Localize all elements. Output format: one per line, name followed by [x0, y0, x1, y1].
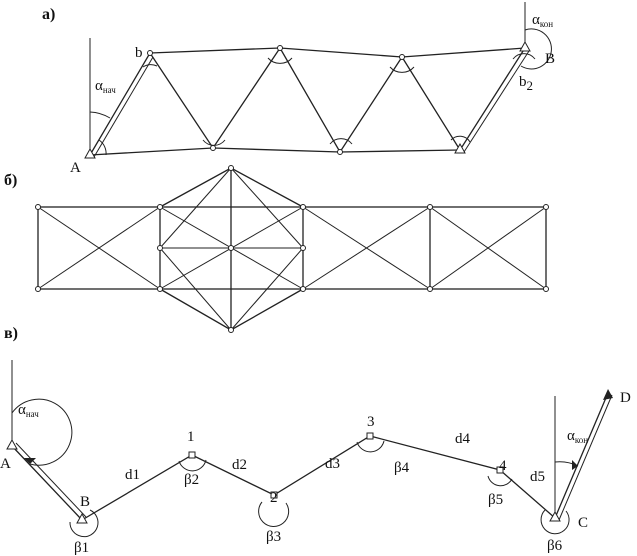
angle-label-beta6: β6: [547, 538, 563, 554]
angle-label-beta3: β3: [266, 529, 281, 545]
alpha-start-label-v: αнач: [18, 402, 39, 419]
station-4-marker: [496, 466, 504, 474]
network-outline: [37, 206, 547, 290]
station-D-arrow: [603, 389, 613, 400]
angle-arc-beta1: [69, 509, 99, 538]
base-side-end: [459, 47, 526, 151]
chain-diagonals: [149, 46, 461, 154]
angle-arc-beta2: [178, 459, 207, 472]
alpha-end-arc: [520, 28, 552, 70]
label-2: 2: [270, 490, 278, 506]
chain-bottom-edge: [89, 147, 461, 156]
angle-arc-beta6: [540, 509, 570, 535]
side-A-B: [11, 445, 83, 521]
angle-label-beta1: β1: [74, 540, 89, 556]
station-2-marker: [270, 491, 278, 499]
label-4: 4: [499, 458, 507, 474]
side-label-d1: d1: [125, 467, 140, 483]
station-3-marker: [366, 432, 374, 440]
alpha-start-arc-v: [11, 398, 73, 466]
label-1: 1: [187, 429, 195, 445]
alpha-start-label: αнач: [95, 78, 116, 95]
label-b2: b2: [519, 74, 533, 93]
label-3: 3: [367, 414, 375, 430]
base-side-start: [89, 52, 151, 156]
section-label-v: в): [4, 325, 18, 342]
side-label-d4: d4: [455, 431, 471, 447]
alpha-end-label-v: αкон: [567, 428, 588, 445]
angle-arc-beta3: [258, 501, 290, 527]
alpha-end-label: αкон: [532, 12, 553, 29]
station-B-marker: [76, 512, 88, 524]
section-label-a: а): [42, 6, 55, 23]
angle-label-beta2: β2: [184, 472, 199, 488]
angle-label-beta4: β4: [394, 460, 410, 476]
label-B: B: [545, 51, 555, 67]
point-A-marker: [84, 147, 96, 159]
point-B-marker: [519, 40, 531, 52]
angle-arc-beta4: [356, 440, 385, 453]
station-C-marker: [549, 510, 561, 522]
quadrilateral-network: б): [4, 165, 549, 333]
station-1-marker: [188, 451, 196, 459]
side-label-d3: d3: [325, 456, 340, 472]
angle-label-beta5: β5: [488, 492, 503, 508]
point-b2-marker: [454, 142, 466, 154]
label-C: C: [578, 515, 588, 531]
side-C-D: [554, 392, 609, 519]
chain-top-edge: [149, 47, 526, 58]
label-A-v: A: [0, 456, 11, 472]
triangulation-chain: а) A: [42, 2, 555, 176]
side-label-d5: d5: [530, 469, 545, 485]
station-A-marker: [6, 438, 18, 450]
traverse: в) A B 1 2: [0, 325, 631, 556]
label-b: b: [135, 45, 143, 61]
side-label-d2: d2: [232, 457, 247, 473]
label-A: A: [70, 160, 81, 176]
label-D: D: [620, 390, 631, 406]
angle-arc-beta5: [487, 475, 513, 487]
alpha-start-arc: [89, 111, 111, 119]
section-label-b: б): [4, 172, 17, 189]
traverse-line: [81, 435, 556, 521]
network-nodes: [35, 165, 549, 333]
label-B-v: B: [80, 494, 90, 510]
